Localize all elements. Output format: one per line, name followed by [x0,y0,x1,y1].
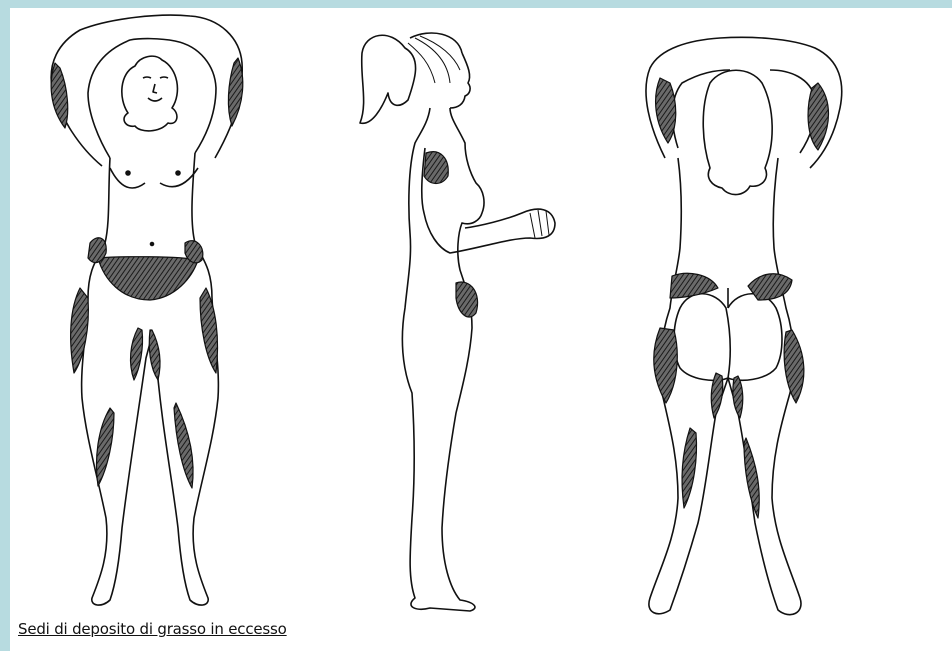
side-hair [360,35,416,123]
front-figure [51,15,243,605]
back-head [703,70,772,194]
front-head [122,56,178,131]
back-fat-deposits [654,78,829,518]
diagram-panel: Sedi di deposito di grasso in eccesso [10,8,952,651]
front-torso [82,153,219,605]
back-figure [646,37,842,614]
front-arms-outline [51,15,242,166]
figure-caption: Sedi di deposito di grasso in eccesso [18,620,287,638]
side-figure [360,33,555,611]
side-body [402,108,484,611]
body-diagram [10,8,952,651]
